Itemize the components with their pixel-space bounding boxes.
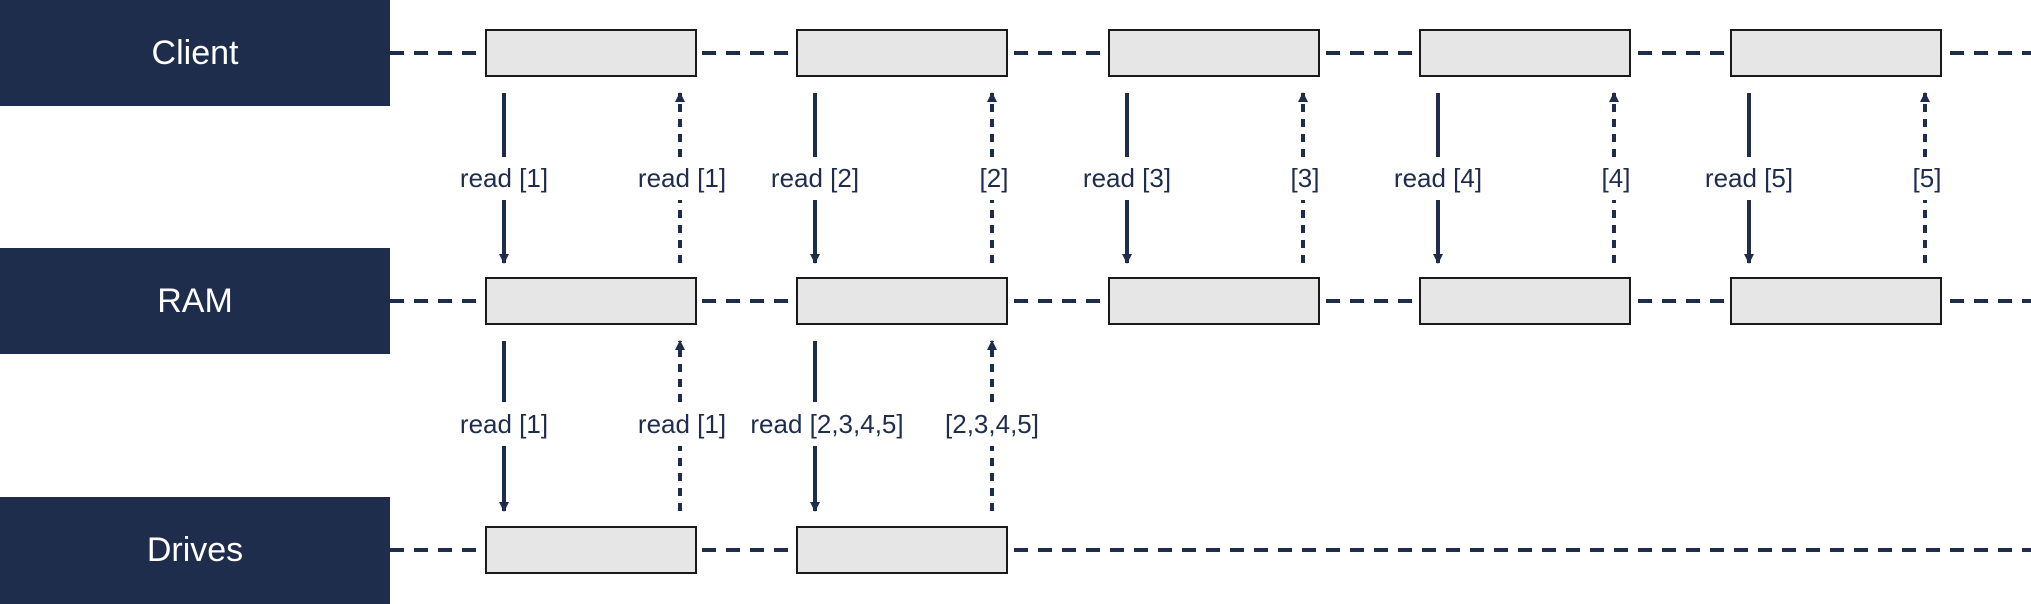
client-box-1 [485,29,697,77]
client-ram-1-up-label: read [1] [638,163,726,193]
lane-drives-bg [0,497,390,604]
client-box-3 [1108,29,1320,77]
ram-box-1 [485,277,697,325]
client-ram-5-down-label: read [5] [1705,163,1793,193]
client-ram-4-up-label: [4] [1602,163,1631,193]
ram-box-4 [1419,277,1631,325]
client-box-4 [1419,29,1631,77]
ram-drive-1-down-label: read [1] [460,409,548,439]
lane-ram: RAM [0,248,390,354]
ram-box-3 [1108,277,1320,325]
client-box-5 [1730,29,1942,77]
client-ram-2-up-label: [2] [980,163,1009,193]
lane-drives: Drives [0,497,390,604]
client-ram-3-up-label: [3] [1291,163,1320,193]
client-ram-2-down-label: read [2] [771,163,859,193]
client-ram-4-down-label: read [4] [1394,163,1482,193]
client-ram-5-up-label: [5] [1913,163,1942,193]
drives-box-1 [485,526,697,574]
ram-box-2 [796,277,1008,325]
lane-ram-label: RAM [157,282,233,320]
lane-drives-label: Drives [147,531,243,569]
ram-box-5 [1730,277,1942,325]
ram-drive-1-up-label: read [1] [638,409,726,439]
lane-client-bg [0,0,390,106]
client-ram-1-down-label: read [1] [460,163,548,193]
lane-client-label: Client [152,34,239,72]
lane-client: Client [0,0,390,106]
drives-box-2 [796,526,1008,574]
lane-ram-bg [0,248,390,354]
ram-drive-2-down-label: read [2,3,4,5] [750,409,903,439]
client-ram-3-down-label: read [3] [1083,163,1171,193]
ram-drive-2-up-label: [2,3,4,5] [945,409,1039,439]
client-box-2 [796,29,1008,77]
